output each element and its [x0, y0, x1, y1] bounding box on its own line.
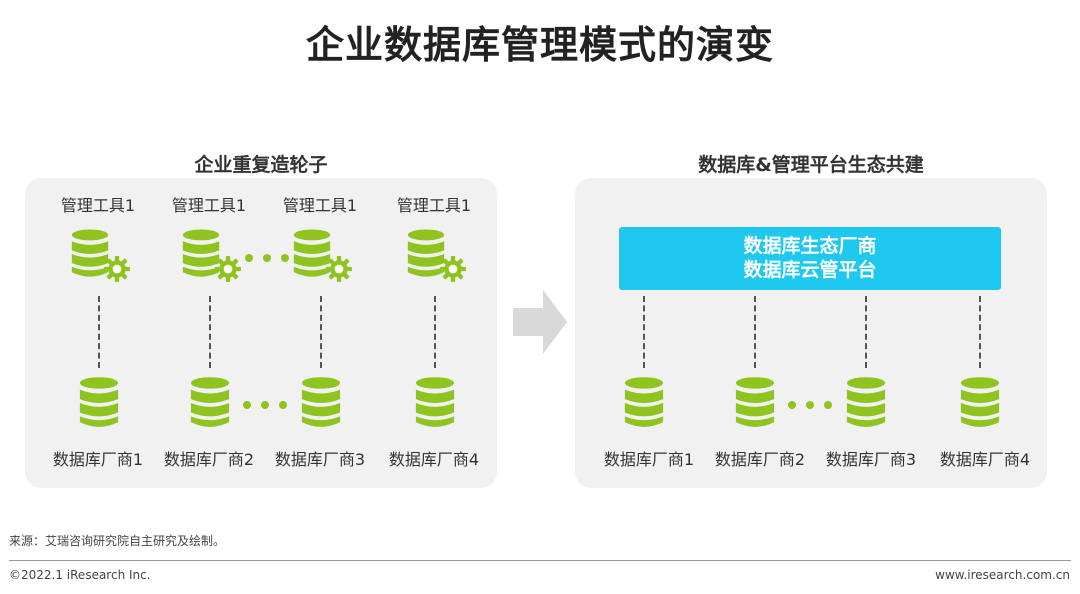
copyright: ©2022.1 iResearch Inc. — [9, 568, 151, 582]
database-icon — [735, 377, 775, 427]
connector-line — [754, 296, 756, 368]
connector-line — [320, 296, 322, 368]
left-panel — [25, 178, 497, 488]
footer-divider — [9, 560, 1071, 561]
platform-line-2: 数据库云管平台 — [743, 259, 877, 281]
database-gear-icon — [407, 229, 466, 282]
vendor-label-1: 数据库厂商1 — [52, 450, 144, 469]
database-icon — [846, 377, 886, 427]
database-icon — [624, 377, 664, 427]
connector-line — [209, 296, 211, 368]
tool-label-4: 管理工具1 — [396, 196, 472, 215]
platform-box: 数据库生态厂商 数据库云管平台 — [619, 227, 1001, 290]
tool-label-2: 管理工具1 — [171, 196, 247, 215]
page-title: 企业数据库管理模式的演变 — [305, 23, 774, 67]
vendor-label-1: 数据库厂商1 — [603, 450, 695, 469]
right-panel — [575, 178, 1047, 488]
database-gear-icon — [71, 229, 130, 282]
source-note: 来源：艾瑞咨询研究院自主研究及绘制。 — [9, 534, 226, 548]
vendor-label-3: 数据库厂商3 — [274, 450, 366, 469]
database-gear-icon — [293, 229, 352, 282]
connector-line — [434, 296, 436, 368]
vendor-label-4: 数据库厂商4 — [939, 450, 1031, 469]
vendor-label-3: 数据库厂商3 — [825, 450, 917, 469]
database-icon — [79, 377, 119, 427]
database-icon — [190, 377, 230, 427]
left-panel-title: 企业重复造轮子 — [194, 154, 328, 176]
database-icon — [301, 377, 341, 427]
database-gear-icon — [182, 229, 241, 282]
database-icon — [415, 377, 455, 427]
vendor-label-2: 数据库厂商2 — [163, 450, 255, 469]
tool-label-3: 管理工具1 — [282, 196, 358, 215]
vendor-label-2: 数据库厂商2 — [714, 450, 806, 469]
website-link[interactable]: www.iresearch.com.cn — [935, 568, 1070, 582]
connector-line — [865, 296, 867, 368]
platform-line-1: 数据库生态厂商 — [743, 235, 877, 257]
vendor-label-4: 数据库厂商4 — [388, 450, 480, 469]
connector-line — [98, 296, 100, 368]
arrow-right-icon — [513, 290, 567, 354]
right-panel-title: 数据库&管理平台生态共建 — [698, 154, 924, 176]
tool-label-1: 管理工具1 — [60, 196, 136, 215]
ellipsis-dots — [243, 401, 297, 409]
ellipsis-dots — [245, 254, 299, 262]
connector-line — [643, 296, 645, 368]
ellipsis-dots — [788, 401, 842, 409]
connector-line — [979, 296, 981, 368]
database-icon — [960, 377, 1000, 427]
